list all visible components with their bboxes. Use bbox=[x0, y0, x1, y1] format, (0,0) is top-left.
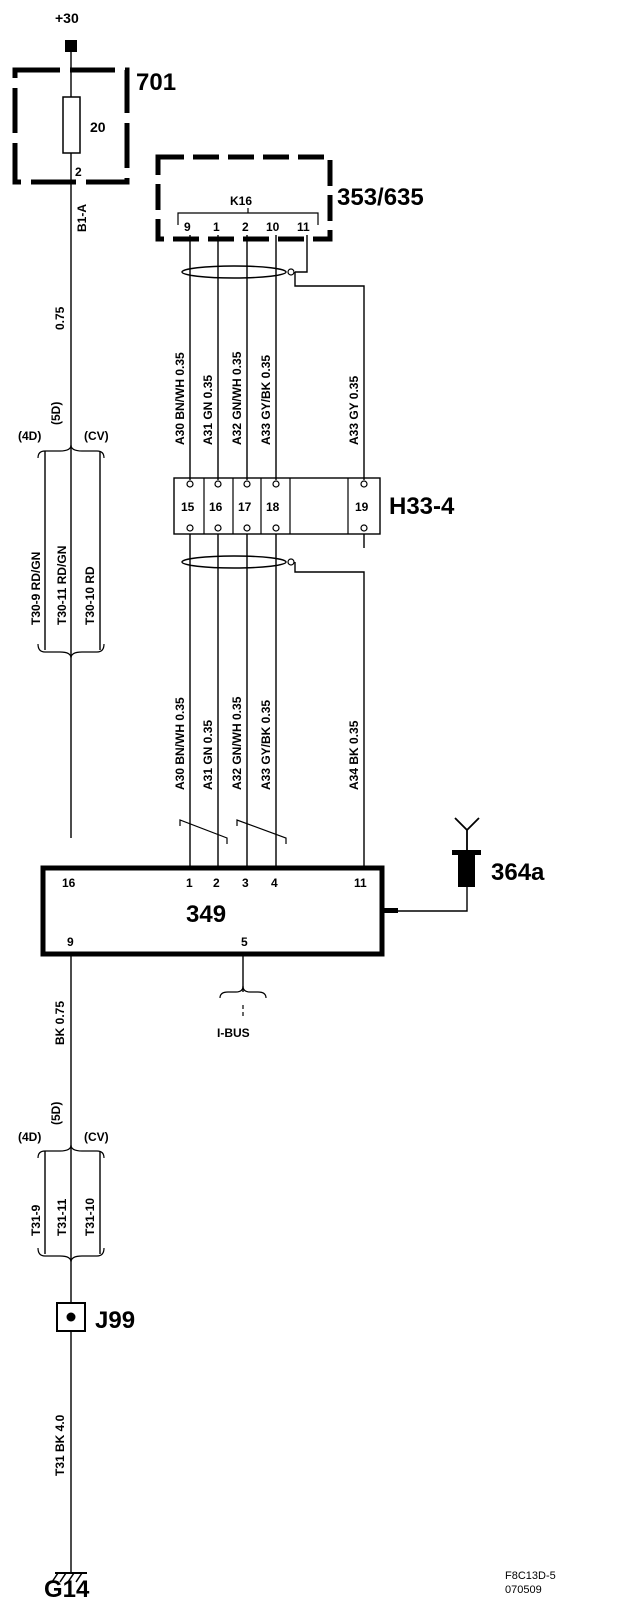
shield-drain-upper bbox=[295, 235, 308, 273]
wire-label-lower-4: A33 GY/BK 0.35 bbox=[259, 700, 273, 790]
connector-mid-outline bbox=[173, 477, 381, 535]
ibus-label: I-BUS bbox=[217, 1026, 250, 1040]
twist-marker-1 bbox=[179, 819, 228, 844]
module-id: 349 bbox=[186, 901, 226, 928]
connector-top-pin-3: 2 bbox=[242, 220, 249, 234]
variant-5d-upper: (5D) bbox=[49, 402, 63, 425]
footer-code: F8C13D-5 bbox=[505, 1570, 556, 1582]
ground-wire-upper-label: BK 0.75 bbox=[53, 1001, 67, 1045]
connector-mid-pin-3: 17 bbox=[238, 500, 252, 514]
module-pin-3: 3 bbox=[242, 876, 249, 890]
power-term-cv: T30-10 RD bbox=[83, 566, 97, 625]
supply-label: +30 bbox=[55, 10, 79, 26]
ground-term-4d: T31-9 bbox=[29, 1204, 43, 1236]
fuse-pin: 2 bbox=[75, 165, 82, 179]
wire-label-upper-3: A32 GN/WH 0.35 bbox=[230, 351, 244, 445]
module-pin-4: 4 bbox=[271, 876, 278, 890]
module-pin-2: 2 bbox=[213, 876, 220, 890]
variant-brace-bottom-lower bbox=[37, 1247, 105, 1263]
supply-wire-size: 0.75 bbox=[53, 306, 67, 330]
wire-label-lower-5: A34 BK 0.35 bbox=[347, 720, 361, 790]
connector-top-outline bbox=[155, 154, 333, 242]
wire-label-upper-4: A33 GY/BK 0.35 bbox=[259, 355, 273, 445]
connector-top-pin-5: 11 bbox=[297, 220, 310, 234]
variant-brace-bottom-upper bbox=[37, 643, 105, 659]
connector-top-pin-2: 1 bbox=[213, 220, 220, 234]
fuse-box-outline bbox=[12, 67, 130, 185]
variant-4d-upper: (4D) bbox=[18, 429, 41, 443]
wire-label-upper-1: A30 BN/WH 0.35 bbox=[173, 352, 187, 445]
connector-top-name: K16 bbox=[230, 194, 252, 208]
antenna-connector bbox=[458, 854, 475, 887]
connector-mid-pin-5: 19 bbox=[355, 500, 369, 514]
wire-a34-lower bbox=[294, 562, 365, 868]
module-pin-11: 11 bbox=[354, 876, 367, 890]
wire-label-upper-5: A33 GY 0.35 bbox=[347, 376, 361, 445]
wire-label-lower-1: A30 BN/WH 0.35 bbox=[173, 697, 187, 790]
antenna-id: 364a bbox=[491, 859, 545, 886]
variant-cv-lower: (CV) bbox=[84, 1130, 109, 1144]
module-pin-5: 5 bbox=[241, 935, 248, 949]
connector-mid-pin-4: 18 bbox=[266, 500, 280, 514]
antenna-icon bbox=[454, 817, 480, 850]
variant-4d-lower: (4D) bbox=[18, 1130, 41, 1144]
twisted-pair-shield-lower bbox=[181, 555, 287, 569]
fuse-connector: B1-A bbox=[75, 204, 89, 232]
module-pin-16: 16 bbox=[62, 876, 76, 890]
ground-id: G14 bbox=[44, 1576, 90, 1600]
twisted-pair-shield-upper bbox=[181, 265, 287, 279]
fuse-box-id: 701 bbox=[136, 69, 176, 96]
ground-term-cv: T31-10 bbox=[83, 1198, 97, 1236]
variant-cv-upper: (CV) bbox=[84, 429, 109, 443]
twist-marker-2 bbox=[236, 819, 287, 844]
supply-terminal bbox=[65, 40, 77, 52]
connector-mid-id: H33-4 bbox=[389, 493, 455, 520]
connector-top-pin-4: 10 bbox=[266, 220, 280, 234]
fuse-rating: 20 bbox=[90, 119, 106, 135]
connector-mid-pin-2: 16 bbox=[209, 500, 223, 514]
connector-top-pin-1: 9 bbox=[184, 220, 191, 234]
ground-wire-lower-label: T31 BK 4.0 bbox=[53, 1414, 67, 1476]
module-pin-1: 1 bbox=[186, 876, 193, 890]
footer-date: 070509 bbox=[505, 1584, 542, 1596]
wire-label-lower-3: A32 GN/WH 0.35 bbox=[230, 696, 244, 790]
module-outline bbox=[40, 865, 385, 957]
fuse-icon bbox=[62, 96, 81, 154]
ibus-brace bbox=[219, 985, 267, 999]
wire-a33-gy-upper bbox=[294, 272, 365, 480]
wire-label-upper-2: A31 GN 0.35 bbox=[201, 375, 215, 445]
power-term-5d: T30-11 RD/GN bbox=[55, 546, 69, 625]
connector-mid-pin-1: 15 bbox=[181, 500, 195, 514]
antenna-wire bbox=[398, 887, 468, 912]
module-pin-9: 9 bbox=[67, 935, 74, 949]
junction-id: J99 bbox=[95, 1307, 135, 1334]
variant-5d-lower: (5D) bbox=[49, 1102, 63, 1125]
wire-label-lower-2: A31 GN 0.35 bbox=[201, 720, 215, 790]
power-term-4d: T30-9 RD/GN bbox=[29, 552, 43, 625]
connector-top-id: 353/635 bbox=[337, 184, 424, 211]
ground-term-5d: T31-11 bbox=[55, 1198, 69, 1236]
